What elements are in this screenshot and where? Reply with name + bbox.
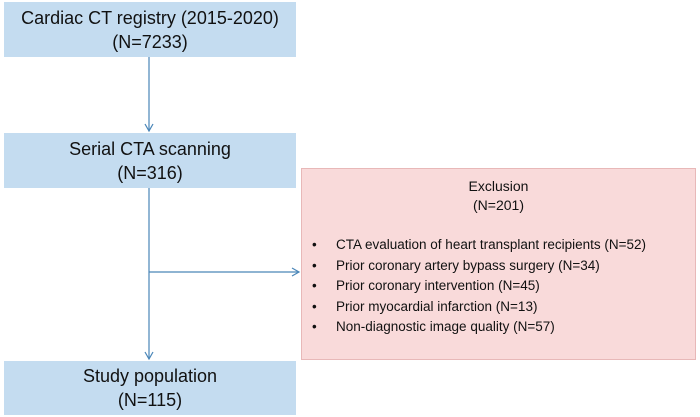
exclusion-item-text: Non-diagnostic image quality (N=57) [336, 319, 555, 334]
exclusion-item-text: CTA evaluation of heart transplant recip… [336, 237, 647, 252]
bullet-icon: • [312, 257, 317, 273]
serial-cta-box: Serial CTA scanning (N=316) [4, 133, 296, 188]
bullet-icon: • [312, 237, 317, 252]
exclusion-item-text: Prior coronary intervention (N=45) [336, 278, 540, 293]
exclusion-item: • CTA evaluation of heart transplant reci… [312, 235, 646, 256]
exclusion-list: • CTA evaluation of heart transplant reci… [312, 235, 646, 338]
study-population-box: Study population (N=115) [4, 361, 296, 415]
exclusion-item: • Prior myocardial infarction (N=13) [312, 297, 646, 318]
registry-count: (N=7233) [112, 31, 188, 52]
exclusion-box: Exclusion (N=201) • CTA evaluation of hea… [301, 168, 696, 360]
exclusion-title: Exclusion [468, 178, 529, 194]
exclusion-item: • Prior coronary artery bypass surgery (N… [312, 256, 646, 277]
exclusion-item-text: Prior coronary artery bypass surgery (N=… [336, 257, 600, 273]
serial-cta-count: (N=316) [117, 162, 183, 183]
study-population-count: (N=115) [117, 390, 183, 410]
bullet-icon: • [312, 298, 317, 314]
exclusion-item: • Prior coronary intervention (N=45) [312, 276, 646, 297]
exclusion-item: • Non-diagnostic image quality (N=57) [312, 317, 646, 338]
serial-cta-label: Serial CTA scanning [69, 138, 231, 159]
registry-box: Cardiac CT registry (2015-2020) (N=7233) [4, 2, 296, 57]
registry-label: Cardiac CT registry (2015-2020) [21, 7, 279, 28]
bullet-icon: • [312, 278, 317, 293]
exclusion-item-text: Prior myocardial infarction (N=13) [336, 298, 538, 314]
bullet-icon: • [312, 319, 317, 334]
exclusion-count: (N=201) [473, 197, 524, 213]
study-population-label: Study population [82, 366, 218, 386]
